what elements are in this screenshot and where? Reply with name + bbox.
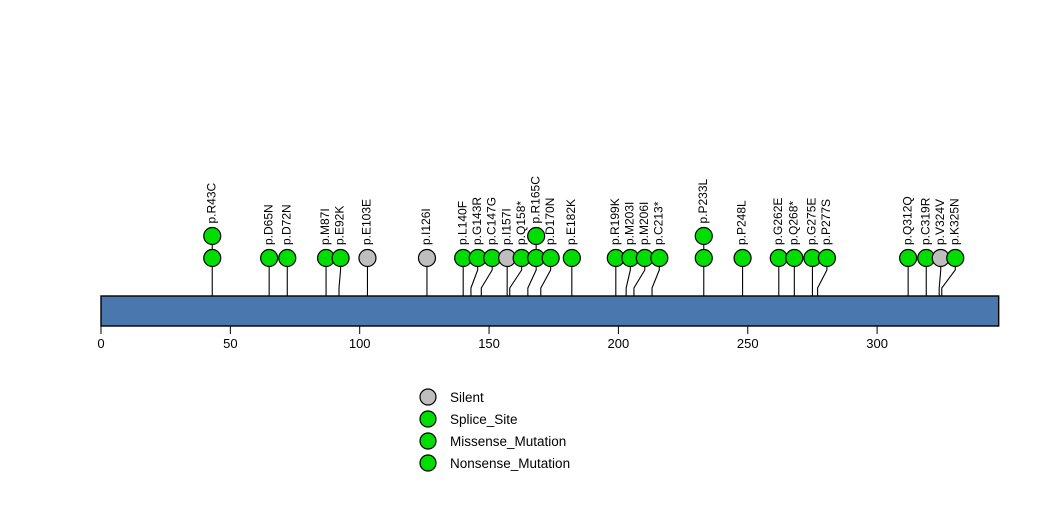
mutation-label: p.C213* <box>651 201 665 245</box>
mutation-marker[interactable] <box>358 248 377 268</box>
mutation-label: p.M87I <box>318 208 332 245</box>
mutation-marker[interactable] <box>785 248 804 268</box>
legend-label: Missense_Mutation <box>450 434 566 449</box>
mutation-marker[interactable] <box>260 248 279 268</box>
mutation-marker[interactable] <box>562 248 581 268</box>
x-axis: 0 50 100 150 200 250 300 <box>97 326 888 351</box>
mutation-marker[interactable] <box>417 248 437 268</box>
mutation-label: p.Q158* <box>514 201 528 245</box>
mutation-label: p.R165C <box>528 176 542 224</box>
mutation-label: p.Q312Q <box>900 196 914 245</box>
axis-tick-label: 300 <box>866 336 888 351</box>
mutation-marker[interactable] <box>331 248 350 268</box>
mutation-marker[interactable] <box>203 226 222 246</box>
mutation-marker[interactable] <box>817 248 837 268</box>
protein-domain-bar <box>100 295 1000 327</box>
mutation-label: p.D170N <box>543 198 557 245</box>
legend-swatch <box>419 432 437 450</box>
mutation-label: p.P277S <box>819 199 833 245</box>
mutation-label: p.Q268* <box>786 201 800 245</box>
mutation-label: p.V324V <box>933 199 947 245</box>
mutation-marker[interactable] <box>899 248 918 268</box>
mutation-label: p.R199K <box>608 198 622 245</box>
mutation-label: p.P233L <box>696 178 710 223</box>
mutation-marker[interactable] <box>769 248 788 268</box>
mutation-marker[interactable] <box>694 226 713 246</box>
mutation-marker[interactable] <box>694 248 713 268</box>
legend: SilentSplice_SiteMissense_MutationNonsen… <box>419 388 570 472</box>
protein-bar-layer <box>100 295 1000 327</box>
mutation-label: p.E103E <box>360 199 374 245</box>
mutation-marker[interactable] <box>733 248 752 268</box>
mutation-label: p.C147G <box>484 197 498 245</box>
mutation-label: p.E182K <box>564 199 578 245</box>
mutation-label: p.E92K <box>333 206 347 245</box>
marker-layer <box>203 226 965 268</box>
mutation-marker[interactable] <box>541 248 560 268</box>
mutation-label: p.M203I <box>622 202 636 245</box>
mutation-label: p.D72N <box>279 204 293 245</box>
mutation-label: p.G143R <box>470 197 484 245</box>
mutation-label: p.L140F <box>455 201 469 245</box>
mutation-label: p.C319R <box>918 197 932 245</box>
mutation-label: p.M206I <box>637 202 651 245</box>
mutation-label: p.K325N <box>947 198 961 245</box>
legend-swatch <box>419 454 437 472</box>
axis-tick-label: 0 <box>97 336 104 351</box>
legend-label: Splice_Site <box>450 412 518 427</box>
mutation-label: p.G275E <box>805 198 819 245</box>
mutation-label: p.G262E <box>771 198 785 245</box>
mutation-label: p.I157I <box>499 208 513 245</box>
mutation-marker[interactable] <box>650 248 669 268</box>
mutation-label: p.D65N <box>261 204 275 245</box>
legend-swatch <box>419 410 437 428</box>
mutation-label: p.I126I <box>419 208 433 245</box>
legend-swatch <box>419 388 437 406</box>
mutation-label: p.R43C <box>204 182 218 223</box>
mutation-marker[interactable] <box>278 248 297 268</box>
legend-label: Silent <box>450 390 484 405</box>
legend-label: Nonsense_Mutation <box>450 456 570 471</box>
axis-tick-label: 150 <box>478 336 500 351</box>
axis-tick-label: 200 <box>608 336 630 351</box>
axis-tick-label: 50 <box>223 336 237 351</box>
mutation-marker[interactable] <box>946 248 965 268</box>
mutation-marker[interactable] <box>203 248 222 268</box>
axis-tick-label: 250 <box>737 336 759 351</box>
mutation-label: p.P248L <box>735 200 749 245</box>
axis-tick-label: 100 <box>349 336 371 351</box>
mutation-marker[interactable] <box>527 226 546 246</box>
